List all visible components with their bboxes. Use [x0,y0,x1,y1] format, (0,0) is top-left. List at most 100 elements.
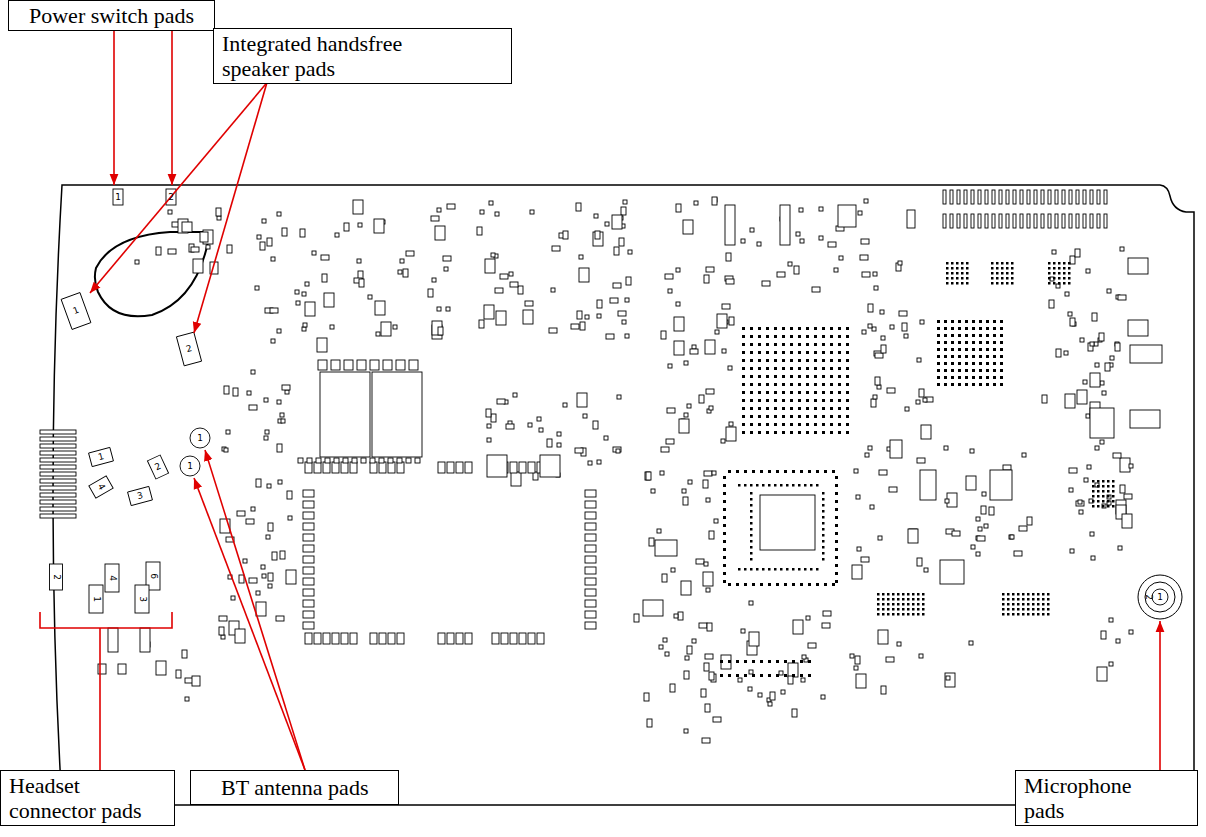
smd-pad [593,232,603,246]
bga-ball [1048,272,1051,275]
bga-ball [846,415,849,418]
bga-ball [986,383,989,386]
bga-ball [993,362,996,365]
smd-pad [977,536,985,541]
smd-pad [917,458,925,463]
smd-pad [1118,295,1126,300]
module-pad [332,462,339,473]
smd-pad [924,568,928,572]
smd-pad [704,275,709,283]
bga-ball [937,327,940,330]
bga-ball [937,369,940,372]
smd-pad [899,311,907,316]
bga-ball [1001,272,1004,275]
smd-pad [557,432,561,436]
smd-pad [606,334,614,339]
smd-pad [887,388,895,393]
smd-pad [699,623,707,628]
bga-ball [937,334,940,337]
smd-pad [725,205,735,245]
smd-pad [1049,300,1054,308]
smd-pad [357,360,366,370]
bga-ball [877,603,880,606]
bga-ball [1017,608,1020,611]
smd-pad [1087,465,1091,469]
smd-pad [741,629,745,633]
smd-pad [403,269,408,277]
module-pad [379,462,386,473]
smd-pad [1107,495,1111,499]
bga-ball [768,470,771,473]
smd-pad [676,204,681,212]
module-pad [341,462,348,473]
bga-ball [814,431,817,434]
bga-ball [897,608,900,611]
bga-ball [937,320,940,323]
bga-ball [750,359,753,362]
bga-ball [742,367,745,370]
bga-ball [822,504,825,507]
bga-ball [750,522,753,525]
smd-pad [623,200,627,204]
smd-pad [431,216,439,221]
bga-ball [830,415,833,418]
bga-ball [951,341,954,344]
smd-pad [595,231,600,239]
smd-pad [344,360,353,370]
bga-ball [822,534,825,537]
bga-ball [822,528,825,531]
connector-pad [1034,190,1037,204]
smd-pad [868,304,873,312]
smd-pad [738,678,742,682]
bga-ball [951,272,954,275]
bga-ball [758,343,761,346]
bga-ball [774,431,777,434]
connector-pad [978,214,981,228]
smd-pad [1130,410,1160,428]
smd-pad [571,324,579,329]
smd-pad [1027,517,1032,525]
smd-pad [861,239,869,244]
smd-pad [285,390,289,394]
smd-pad [663,638,667,642]
bga-ball [907,603,910,606]
smd-pad [510,282,518,287]
bga-ball [1001,282,1004,285]
bga-ball [835,572,838,575]
smd-pad [219,627,224,635]
smd-pad [480,210,484,214]
bga-ball [951,282,954,285]
bga-ball [830,375,833,378]
smd-pad [396,360,405,370]
smd-pad [247,391,251,395]
smd-pad [604,436,608,440]
bga-ball [774,391,777,394]
smd-pad [712,471,716,475]
smd-pad [1075,249,1080,257]
smd-pad [923,398,927,402]
smd-pad [446,307,450,311]
bga-ball [780,568,783,571]
smd-pad [788,676,793,684]
smd-pad [758,693,762,697]
bga-ball [723,564,726,567]
smd-pad [872,327,876,331]
bga-ball [846,383,849,386]
bga-ball [744,583,747,586]
bga-ball [1011,272,1014,275]
smd-pad [898,261,902,265]
smd-pad [1003,465,1011,470]
smd-pad [920,470,936,500]
bga-ball [816,484,819,487]
callout-text: Headset connector pads [9,773,157,823]
bga-ball [965,355,968,358]
bracket [40,612,172,628]
callout-text: BT antenna pads [221,775,368,800]
bga-ball [736,674,739,677]
bga-ball [892,608,895,611]
bga-ball [742,399,745,402]
connector-pad [999,190,1002,204]
bga-ball [766,343,769,346]
smd-pad [383,360,392,370]
